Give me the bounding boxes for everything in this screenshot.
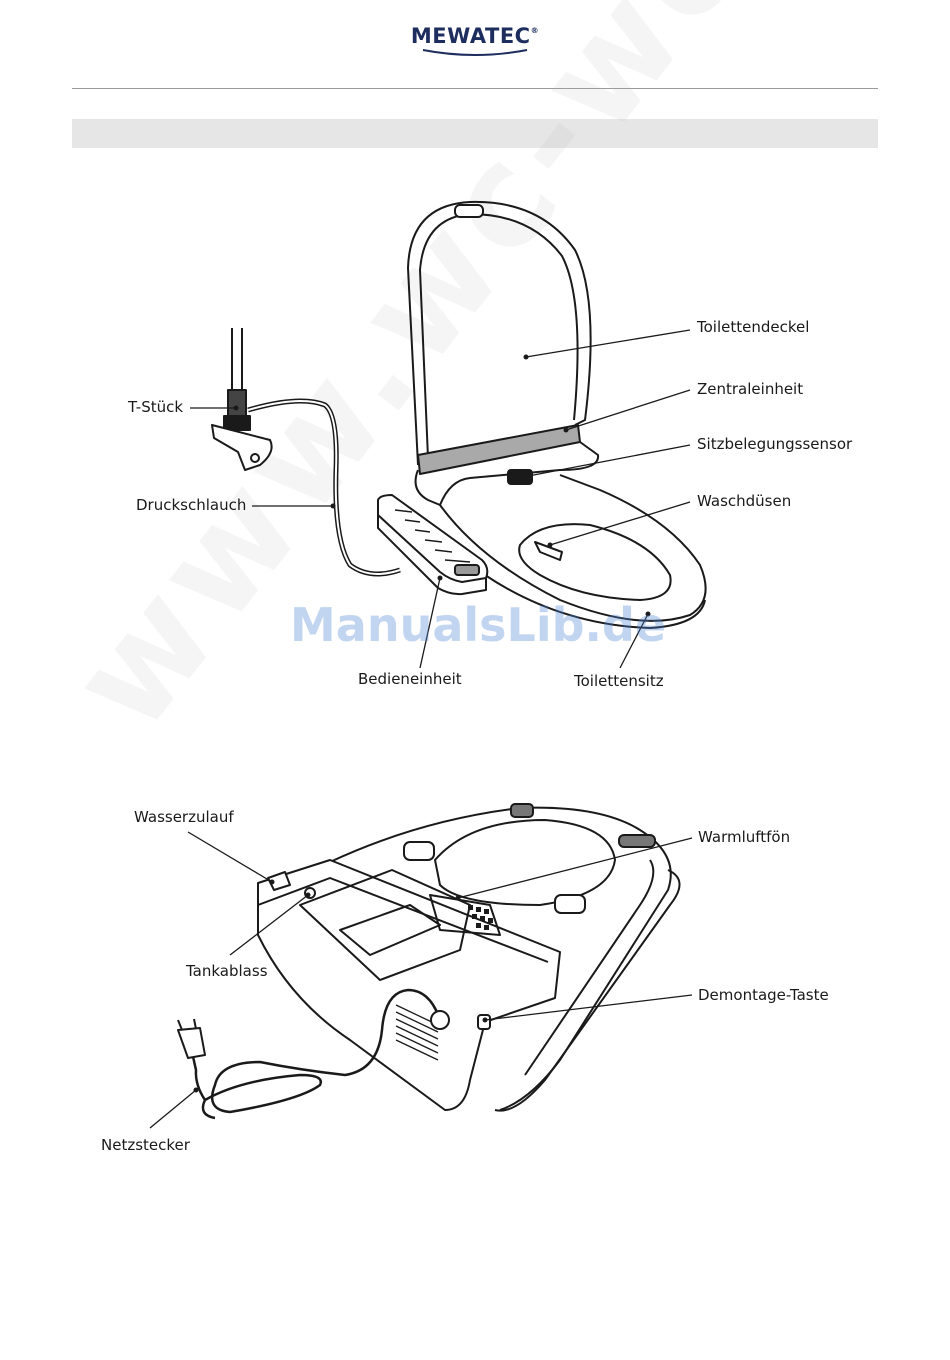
- label-warmluftfoen: Warmluftfön: [698, 828, 790, 846]
- label-sitzbelegungssensor: Sitzbelegungssensor: [697, 435, 852, 453]
- manualslib-watermark: ManualsLib.de: [290, 598, 666, 652]
- label-toilettensitz: Toilettensitz: [574, 672, 664, 690]
- lid-shape: [408, 202, 591, 465]
- label-tankablass: Tankablass: [186, 962, 268, 980]
- label-demontage-taste: Demontage-Taste: [698, 986, 829, 1004]
- label-t-stueck: T-Stück: [128, 398, 183, 416]
- label-bedieneinheit: Bedieneinheit: [358, 670, 462, 688]
- label-druckschlauch: Druckschlauch: [136, 496, 246, 514]
- label-toilettendeckel: Toilettendeckel: [697, 318, 809, 336]
- label-netzstecker: Netzstecker: [101, 1136, 190, 1154]
- label-waschduesen: Waschdüsen: [697, 492, 791, 510]
- label-wasserzulauf: Wasserzulauf: [134, 808, 234, 826]
- label-zentraleinheit: Zentraleinheit: [697, 380, 803, 398]
- seat-underside-illustration: [178, 804, 680, 1118]
